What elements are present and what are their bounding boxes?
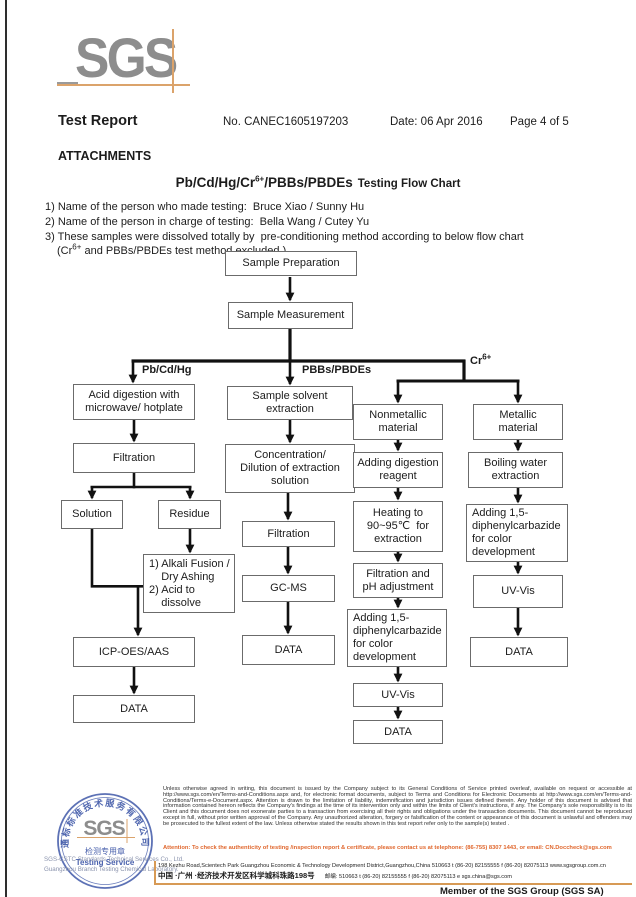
- flow-node-adding-dpc-metallic: Adding 1,5- diphenylcarbazide for color …: [466, 504, 568, 562]
- note-2: 2) Name of the person in charge of testi…: [45, 216, 370, 228]
- address-english: 198 Kezhu Road,Scientech Park Guangzhou …: [158, 863, 606, 869]
- flow-node-metallic-material: Metallic material: [473, 404, 563, 440]
- branch-label-cr6: Cr6+: [470, 352, 492, 367]
- company-name-line: SGS-CSTC Standards Technical Services Co…: [44, 856, 184, 863]
- member-of-sgs-group: Member of the SGS Group (SGS SA): [440, 886, 604, 897]
- report-title: Test Report: [58, 113, 138, 129]
- address-divider-line: [154, 861, 156, 883]
- logo-vertical-accent-line: [172, 29, 174, 93]
- company-branch-line: Guangzhou Branch Testing Chemical Labora…: [44, 866, 179, 873]
- title-superscript: 6+: [255, 174, 265, 184]
- sgs-logo: SGS: [75, 26, 178, 89]
- page-left-edge: [5, 0, 7, 897]
- report-date: Date: 06 Apr 2016: [390, 116, 483, 128]
- note-3: 3) These samples were dissolved totally …: [45, 231, 524, 243]
- flow-node-adding-dpc-nonmetallic: Adding 1,5- diphenylcarbazide for color …: [347, 609, 447, 667]
- stamp-testing-service: Testing Service: [76, 858, 135, 867]
- cr6-superscript: 6+: [482, 352, 492, 362]
- flow-node-nonmetallic-material: Nonmetallic material: [353, 404, 443, 440]
- footer-accent-line: [154, 883, 632, 885]
- attachments-heading: ATTACHMENTS: [58, 149, 152, 163]
- flow-node-data-metallic: DATA: [470, 637, 568, 667]
- address-postal-contacts: 邮编: 510663 t (86-20) 82155555 f (86-20) …: [324, 874, 512, 880]
- flow-node-data-nonmetallic: DATA: [353, 720, 443, 744]
- flow-node-data-mid: DATA: [242, 635, 335, 665]
- flow-node-adding-digestion-reagent: Adding digestion reagent: [353, 452, 443, 488]
- branch-label-pbbs-pbdes: PBBs/PBDEs: [302, 364, 372, 376]
- page-indicator: Page 4 of 5: [510, 116, 569, 128]
- flow-node-boiling-water: Boiling water extraction: [468, 452, 563, 488]
- logo-underscore: [57, 82, 78, 85]
- flow-node-gc-ms: GC-MS: [242, 575, 335, 602]
- flow-node-heating: Heating to 90~95℃ for extraction: [353, 501, 443, 552]
- logo-horizontal-accent-line: [57, 84, 190, 86]
- footer-disclaimer: Unless otherwise agreed in writing, this…: [163, 786, 632, 827]
- branch-label-pb-cd-hg: Pb/Cd/Hg: [142, 364, 192, 376]
- flow-node-solvent-extraction: Sample solvent extraction: [227, 386, 353, 420]
- flow-node-filtration-ph: Filtration and pH adjustment: [353, 563, 443, 598]
- note-superscript: 6+: [72, 242, 82, 252]
- flow-node-solution: Solution: [61, 500, 123, 529]
- stamp-cn-line: 检测专用章: [85, 846, 125, 856]
- flow-node-acid-digestion: Acid digestion with microwave/ hotplate: [73, 384, 195, 420]
- flow-node-uv-vis-metallic: UV-Vis: [473, 575, 563, 608]
- flow-node-residue: Residue: [158, 500, 221, 529]
- note-1: 1) Name of the person who made testing: …: [45, 201, 365, 213]
- address-chinese-row: 中国 ·广州 ·经济技术开发区科学城科珠路198号 邮编: 510663 t (…: [158, 870, 632, 881]
- flow-node-icp-oes-aas: ICP-OES/AAS: [73, 637, 195, 667]
- flow-chart-title-rest: Testing Flow Chart: [357, 178, 461, 190]
- flow-node-concentration-dilution: Concentration/ Dilution of extraction so…: [225, 444, 355, 493]
- report-number: No. CANEC1605197203: [223, 116, 349, 128]
- flow-chart-title-main: Pb/Cd/Hg/Cr6+/PBBs/PBDEs: [175, 174, 353, 190]
- flow-node-filtration-mid: Filtration: [242, 521, 335, 547]
- flow-node-data-left: DATA: [73, 695, 195, 723]
- testing-service-stamp: 通标标准技术服务有限公司 SGS 检测专用章 Testing Service: [57, 793, 153, 889]
- stamp-sgs-text: SGS: [83, 817, 125, 840]
- flow-node-sample-measurement: Sample Measurement: [228, 302, 353, 329]
- footer-attention: Attention: To check the authenticity of …: [163, 845, 612, 851]
- flow-node-uv-vis-nonmetallic: UV-Vis: [353, 683, 443, 707]
- flow-node-alkali-fusion: 1) Alkali Fusion / Dry Ashing 2) Acid to…: [143, 554, 235, 613]
- flow-chart-title: Pb/Cd/Hg/Cr6+/PBBs/PBDEs Testing Flow Cha…: [0, 174, 636, 192]
- flow-node-filtration-left: Filtration: [73, 443, 195, 473]
- flow-node-sample-preparation: Sample Preparation: [225, 251, 357, 276]
- address-chinese: 中国 ·广州 ·经济技术开发区科学城科珠路198号: [158, 871, 315, 880]
